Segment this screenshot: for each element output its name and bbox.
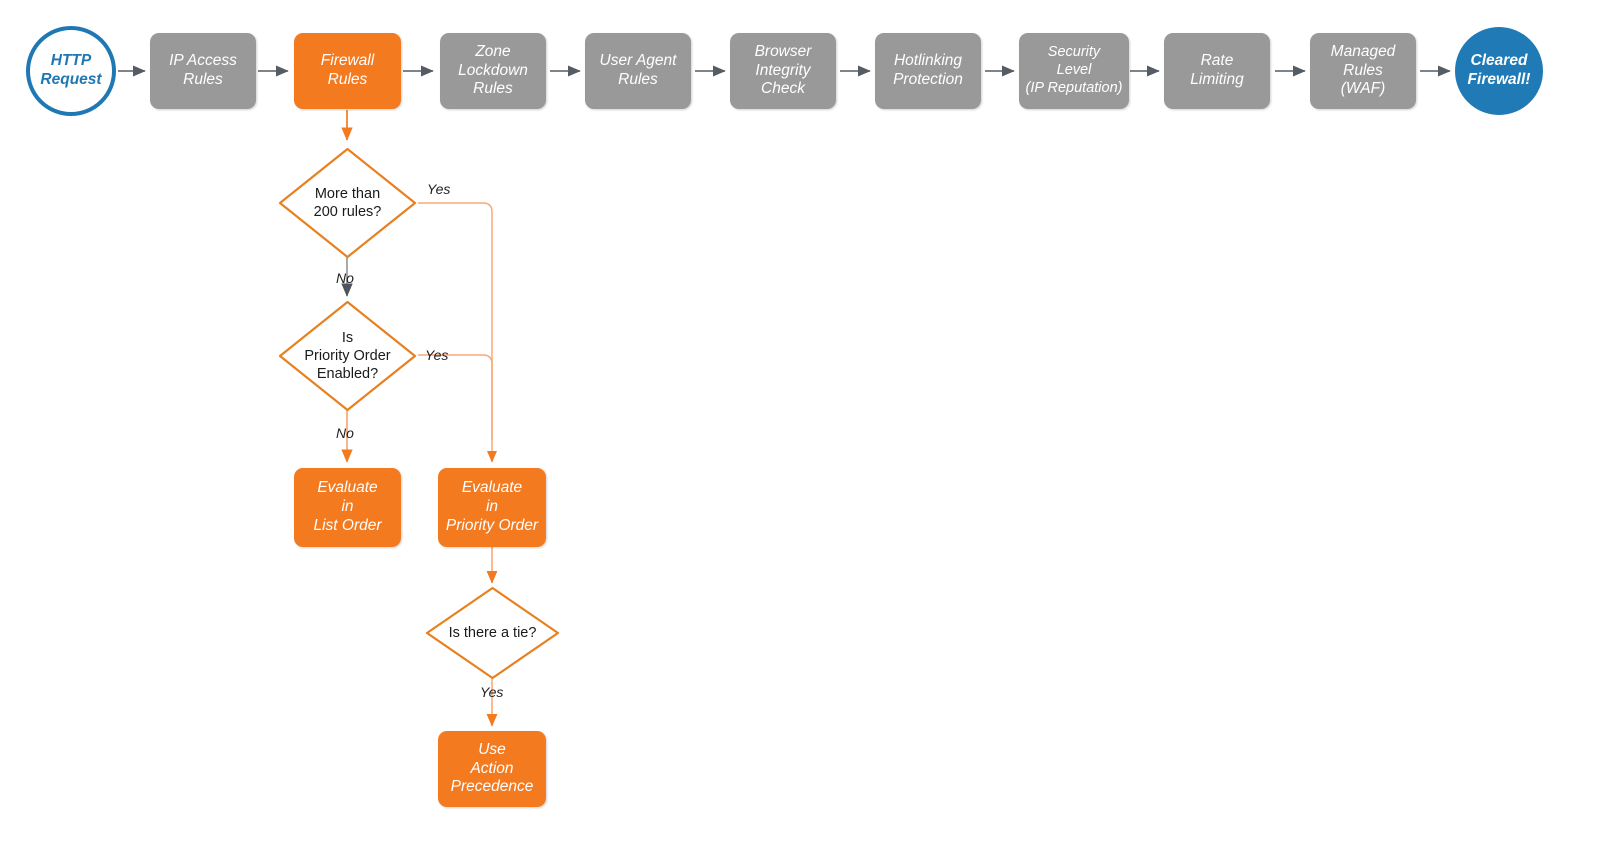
edge-label-more-than-200-yes: Yes [427,181,451,197]
node-hotlinking-protection[interactable]: Hotlinking Protection [875,33,981,109]
node-ip-access-rules[interactable]: IP Access Rules [150,33,256,109]
node-browser-integrity-check-label: Browser Integrity Check [754,42,812,98]
node-evaluate-list-order[interactable]: Evaluate in List Order [294,468,401,547]
node-zone-lockdown-rules-label: Zone Lockdown Rules [458,42,528,98]
node-user-agent-rules[interactable]: User Agent Rules [585,33,691,109]
node-firewall-rules-label: Firewall Rules [320,52,375,88]
node-cleared-firewall-label: Cleared Firewall! [1467,52,1531,88]
node-cleared-firewall[interactable]: Cleared Firewall! [1455,27,1543,115]
node-evaluate-priority-order-label: Evaluate in Priority Order [445,479,539,534]
diamond-shape [425,586,560,680]
node-is-there-a-tie[interactable]: Is there a tie? [424,585,561,681]
node-rate-limiting-label: Rate Limiting [1190,52,1244,88]
node-use-action-precedence[interactable]: Use Action Precedence [438,731,546,807]
node-rate-limiting[interactable]: Rate Limiting [1164,33,1270,109]
edge-label-more-than-200-no: No [336,270,354,286]
edge-label-tie-yes: Yes [480,684,504,700]
node-zone-lockdown-rules[interactable]: Zone Lockdown Rules [440,33,546,109]
diamond-shape [278,300,417,412]
node-use-action-precedence-label: Use Action Precedence [450,740,534,796]
node-more-than-200-rules-label: More than 200 rules? [313,185,382,220]
node-evaluate-priority-order[interactable]: Evaluate in Priority Order [438,468,546,547]
node-managed-rules-waf[interactable]: Managed Rules (WAF) [1310,33,1416,109]
node-http-request-label: HTTP Request [40,52,102,88]
node-firewall-rules[interactable]: Firewall Rules [294,33,401,109]
edge-label-priority-order-yes: Yes [425,347,449,363]
node-http-request[interactable]: HTTP Request [26,26,116,116]
node-security-level[interactable]: Security Level (IP Reputation) [1019,33,1129,109]
node-security-level-label: Security Level (IP Reputation) [1025,44,1123,96]
node-more-than-200-rules[interactable]: More than 200 rules? [277,146,418,260]
node-hotlinking-protection-label: Hotlinking Protection [893,52,963,88]
node-ip-access-rules-label: IP Access Rules [169,52,237,88]
node-priority-order-enabled[interactable]: Is Priority Order Enabled? [277,299,418,413]
node-evaluate-list-order-label: Evaluate in List Order [313,479,382,534]
diamond-shape [278,147,417,259]
node-is-there-a-tie-label: Is there a tie? [448,624,537,641]
node-browser-integrity-check[interactable]: Browser Integrity Check [730,33,836,109]
node-managed-rules-waf-label: Managed Rules (WAF) [1330,42,1396,98]
node-user-agent-rules-label: User Agent Rules [599,52,677,88]
edge-label-priority-order-no: No [336,425,354,441]
node-priority-order-enabled-label: Is Priority Order Enabled? [304,329,391,383]
